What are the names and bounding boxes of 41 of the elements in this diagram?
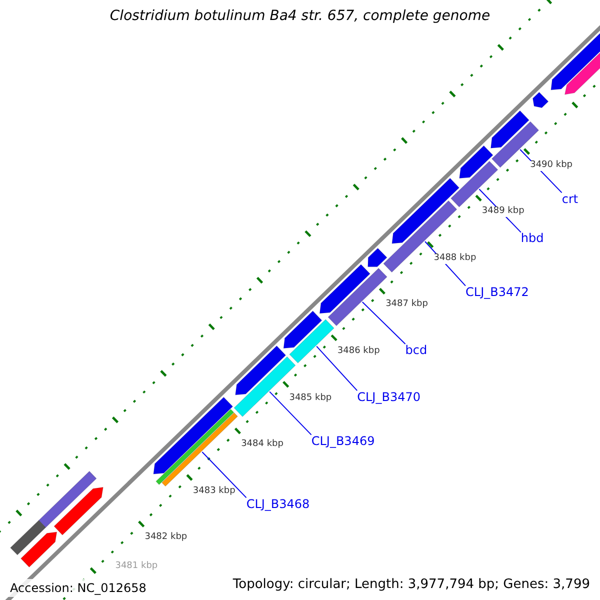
gene-label: crt xyxy=(562,192,578,206)
gene-bar xyxy=(328,268,388,326)
scale-label: 3482 kbp xyxy=(144,533,188,544)
gene-label: CLJ_B3468 xyxy=(246,498,310,511)
gene-block xyxy=(283,310,322,349)
scale-label: 3487 kbp xyxy=(386,300,428,310)
gene-bar xyxy=(38,470,97,528)
gene-bar xyxy=(10,520,46,556)
scale-label: 3485 kbp xyxy=(289,394,332,404)
gene-bar xyxy=(383,200,458,273)
gene-block xyxy=(392,178,460,244)
gene-label: CLJ_B3472 xyxy=(466,286,529,299)
gene-label: bcd xyxy=(405,344,428,358)
scale-label: 3490 kbp xyxy=(530,160,572,171)
genome-info-label: Topology: circular; Length: 3,977,794 bp; Genes: 3,799 xyxy=(232,578,590,592)
gene-bar xyxy=(156,408,234,486)
gene-block xyxy=(235,345,286,396)
gene-block xyxy=(153,396,234,474)
gene-block xyxy=(459,145,494,179)
scale-label: 3486 kbp xyxy=(337,347,380,357)
gene-bar xyxy=(450,160,498,208)
scale-label: 3488 kbp xyxy=(434,254,476,264)
gene-bar xyxy=(289,319,334,364)
gene-bar xyxy=(161,412,238,487)
scale-label: 3483 kbp xyxy=(192,486,236,497)
gene-block xyxy=(490,110,530,148)
gene-label: hbd xyxy=(520,232,544,246)
gene-block xyxy=(54,486,104,536)
leader-line xyxy=(316,346,358,392)
scale-label: 3481 kbp xyxy=(115,562,158,572)
gene-block xyxy=(532,92,549,108)
leader-line xyxy=(269,391,312,436)
scale-label: 3489 kbp xyxy=(482,207,524,218)
scale-label: 3484 kbp xyxy=(241,440,284,450)
gene-block xyxy=(319,264,370,314)
gene-block xyxy=(20,532,58,568)
gene-label: CLJ_B3470 xyxy=(357,390,420,404)
leader-line xyxy=(202,452,247,498)
title: Clostridium botulinum Ba4 str. 657, complete genome xyxy=(108,9,492,24)
gene-label: CLJ_B3469 xyxy=(311,434,375,448)
leader-line xyxy=(362,302,406,344)
